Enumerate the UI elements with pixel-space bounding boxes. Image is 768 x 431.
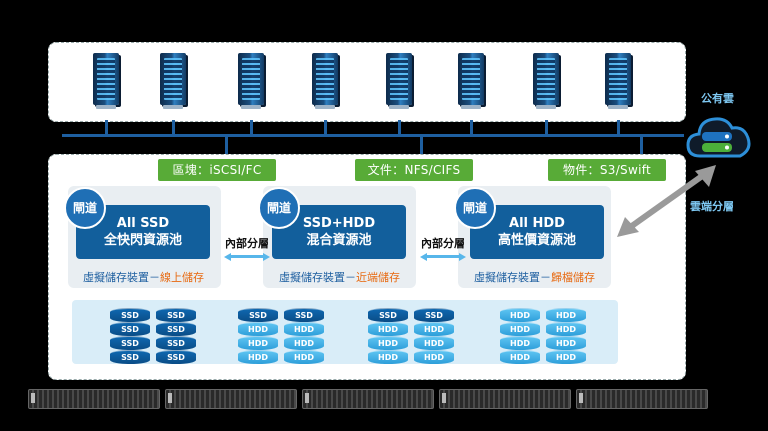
protocol-block: 區塊：iSCSI/FC — [158, 159, 276, 181]
bus-drop — [398, 120, 401, 135]
bus-drop — [105, 120, 108, 135]
vs-prefix: 虛擬儲存裝置－ — [83, 271, 160, 284]
virtual-storage-label: 虛擬儲存裝置－近端儲存 — [279, 269, 400, 285]
vs-tier: 近端儲存 — [356, 271, 400, 284]
storage-node — [576, 389, 708, 409]
server-icon — [93, 53, 119, 109]
gateway-badge: 閘道 — [454, 187, 496, 229]
ssd-disk: SSD — [368, 308, 408, 322]
cloud-tiering-label: 雲端分層 — [690, 200, 734, 213]
server-icon — [533, 53, 559, 109]
storage-node — [165, 389, 297, 409]
server-icon — [386, 53, 412, 109]
pool-title: All SSD — [116, 216, 170, 231]
vs-prefix: 虛擬儲存裝置－ — [279, 271, 356, 284]
server-icon — [160, 53, 186, 109]
hdd-disk: HDD — [238, 350, 278, 364]
bus-drop — [172, 120, 175, 135]
ssd-disk: SSD — [414, 308, 454, 322]
network-bus — [62, 134, 684, 137]
storage-node — [302, 389, 434, 409]
vs-tier: 線上儲存 — [160, 271, 204, 284]
hdd-disk: HDD — [238, 322, 278, 336]
gateway-badge: 閘道 — [64, 187, 106, 229]
vs-prefix: 虛擬儲存裝置－ — [474, 271, 551, 284]
bus-drop — [324, 120, 327, 135]
hdd-disk: HDD — [284, 336, 324, 350]
hdd-disk: HDD — [500, 336, 540, 350]
ssd-disk: SSD — [156, 350, 196, 364]
ssd-disk: SSD — [238, 308, 278, 322]
ssd-disk: SSD — [110, 336, 150, 350]
hdd-disk: HDD — [414, 336, 454, 350]
hdd-disk: HDD — [368, 350, 408, 364]
hdd-disk: HDD — [284, 350, 324, 364]
ssd-disk: SSD — [156, 322, 196, 336]
bus-drop — [545, 120, 548, 135]
ssd-disk: SSD — [110, 350, 150, 364]
protocol-file: 文件：NFS/CIFS — [355, 159, 473, 181]
storage-node — [439, 389, 571, 409]
ssd-disk: SSD — [284, 308, 324, 322]
public-cloud-label: 公有雲 — [701, 92, 734, 105]
public-cloud-icon — [686, 117, 751, 158]
storage-node — [28, 389, 160, 409]
hdd-disk: HDD — [500, 308, 540, 322]
bus-drop — [640, 137, 643, 154]
pool-subtitle: 混合資源池 — [306, 233, 372, 248]
bus-drop — [617, 120, 620, 135]
virtual-storage-label: 虛擬儲存裝置－線上儲存 — [83, 269, 204, 285]
ssd-disk: SSD — [156, 308, 196, 322]
virtual-storage-label: 虛擬儲存裝置－歸檔儲存 — [474, 269, 595, 285]
hdd-disk: HDD — [414, 322, 454, 336]
internal-tiering-label: 內部分層 — [225, 237, 269, 250]
bus-drop — [420, 137, 423, 154]
hdd-disk: HDD — [368, 322, 408, 336]
pool-subtitle: 高性價資源池 — [497, 233, 576, 248]
hdd-disk: HDD — [500, 322, 540, 336]
hdd-disk: HDD — [546, 350, 586, 364]
pool-subtitle: 全快閃資源池 — [103, 233, 182, 248]
internal-tiering-label: 內部分層 — [421, 237, 465, 250]
vs-tier: 歸檔儲存 — [551, 271, 595, 284]
ssd-disk: SSD — [110, 308, 150, 322]
tiering-arrow — [224, 253, 270, 261]
server-icon — [458, 53, 484, 109]
hdd-disk: HDD — [284, 322, 324, 336]
hdd-disk: HDD — [238, 336, 278, 350]
hdd-disk: HDD — [368, 336, 408, 350]
cloud-tiering-arrow — [617, 165, 716, 237]
hdd-disk: HDD — [500, 350, 540, 364]
bus-drop — [250, 120, 253, 135]
bus-drop — [470, 120, 473, 135]
ssd-disk: SSD — [110, 322, 150, 336]
hdd-disk: HDD — [414, 350, 454, 364]
hdd-disk: HDD — [546, 308, 586, 322]
server-icon — [312, 53, 338, 109]
hdd-disk: HDD — [546, 336, 586, 350]
server-panel — [48, 42, 686, 122]
server-icon — [238, 53, 264, 109]
hdd-disk: HDD — [546, 322, 586, 336]
ssd-disk: SSD — [156, 336, 196, 350]
server-icon — [605, 53, 631, 109]
bus-drop — [225, 137, 228, 154]
gateway-badge: 閘道 — [258, 187, 300, 229]
pool-title: All HDD — [509, 216, 565, 231]
pool-title: SSD+HDD — [302, 216, 376, 231]
protocol-object: 物件：S3/Swift — [548, 159, 666, 181]
tiering-arrow — [420, 253, 466, 261]
